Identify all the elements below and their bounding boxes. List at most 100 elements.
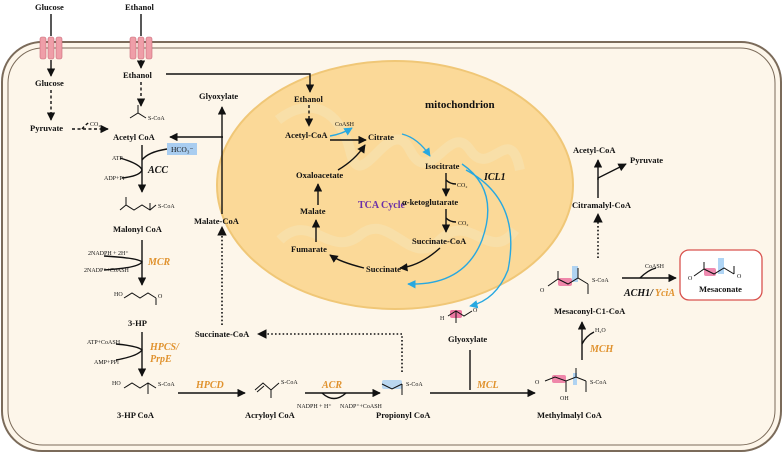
- svg-text:S-CoA: S-CoA: [281, 380, 298, 386]
- mesaconate-structure: O O: [688, 258, 742, 282]
- arrow-icl1-glyoxylate: [465, 169, 512, 309]
- nadph-acr-arc: [321, 392, 347, 400]
- akg-label: α-ketoglutarate: [402, 197, 458, 207]
- svg-text:S-CoA: S-CoA: [158, 382, 175, 388]
- ethanol-transporter-icon: [129, 36, 153, 60]
- oxaloacetate-label: Oxaloacetate: [296, 170, 343, 180]
- acetyl-coa-right-label: Acetyl-CoA: [573, 145, 616, 155]
- propionyl-coa-label: Propionyl CoA: [376, 410, 431, 420]
- mesaconate-box: [679, 249, 763, 301]
- enzyme-ycia: YciA: [655, 288, 675, 299]
- hp3-label: 3-HP: [128, 318, 147, 328]
- glucose-inside-label: Glucose: [35, 78, 64, 88]
- co2-2-arc: [445, 217, 457, 223]
- svg-text:HO: HO: [112, 381, 121, 387]
- pyruvate-label: Pyruvate: [30, 123, 63, 133]
- malate-label: Malate: [300, 206, 326, 216]
- h2o-arc: [581, 331, 595, 345]
- mito-acetyl-coa-label: Acetyl-CoA: [285, 130, 328, 140]
- glucose-outside-label: Glucose: [35, 2, 64, 12]
- hco3-arc: [141, 148, 168, 161]
- mito-coash-label: CoASH: [335, 122, 355, 128]
- atp-coash-label: ATP+CoASH: [87, 340, 121, 346]
- svg-text:S-CoA: S-CoA: [158, 204, 175, 210]
- citramalyl-coa-label: Citramalyl-CoA: [572, 200, 632, 210]
- succinate-coa-left-label: Succinate-CoA: [195, 329, 250, 339]
- arrow-coash-release: [329, 127, 353, 137]
- svg-text:O: O: [535, 380, 540, 386]
- svg-text:O: O: [473, 308, 478, 314]
- enzyme-mcl: MCL: [476, 380, 499, 391]
- hco3-label: HCO₃⁻: [171, 145, 193, 154]
- acetyl-coa-label: Acetyl CoA: [113, 132, 156, 142]
- amp-ppi-label: AMP+PPi: [94, 360, 119, 366]
- tca-cycle-label: TCA Cycle: [358, 200, 406, 211]
- enzyme-prpe: PrpE: [150, 354, 172, 365]
- hp3-coa-label: 3-HP CoA: [117, 410, 155, 420]
- enzyme-mch: MCH: [589, 344, 615, 355]
- acryloyl-coa-label: Acryloyl CoA: [245, 410, 296, 420]
- arrow-succinate-fumarate: [329, 254, 365, 269]
- nadph-cofactor-arc: [103, 255, 143, 271]
- co2-release-arrow: [81, 121, 91, 130]
- arrow-succinylcoa-succinate: [399, 247, 441, 272]
- adp-pi-label: ADP+Pi: [104, 176, 125, 182]
- svg-text:S-CoA: S-CoA: [592, 278, 609, 284]
- hco3-box: [167, 143, 197, 155]
- mito-ethanol-label: Ethanol: [294, 94, 323, 104]
- pyruvate-right-label: Pyruvate: [630, 155, 663, 165]
- hp3-coa-structure: HO S-CoA: [112, 381, 175, 394]
- arrow-ethanol-to-mito: [166, 73, 315, 93]
- citrate-label: Citrate: [368, 132, 394, 142]
- fumarate-label: Fumarate: [291, 244, 327, 254]
- glyoxylate-mid-label: Glyoxylate: [448, 334, 487, 344]
- mito-co2-1-label: CO₂: [457, 183, 467, 189]
- svg-text:S-CoA: S-CoA: [590, 380, 607, 386]
- svg-text:S-CoA: S-CoA: [148, 116, 165, 122]
- h2o-label: H₂O: [595, 328, 606, 334]
- enzyme-ach1: ACH1/: [623, 288, 654, 299]
- atp-coash-arc: [115, 343, 143, 361]
- mesaconyl-coa-label: Mesaconyl-C1-CoA: [554, 306, 626, 316]
- coash-arc: [639, 267, 657, 279]
- svg-text:O: O: [688, 276, 693, 282]
- mesaconyl-coa-structure: O S-CoA: [540, 266, 609, 294]
- methylmalyl-coa-structure: O OH S-CoA: [535, 368, 607, 402]
- svg-text:OH: OH: [560, 396, 569, 402]
- enzyme-acc: ACC: [147, 165, 168, 176]
- mito-co2-2-label: CO₂: [458, 221, 468, 227]
- glyoxylate-top-label: Glyoxylate: [199, 91, 238, 101]
- enzyme-hpcs: HPCS/: [149, 342, 180, 353]
- mitochondrion-title: mitochondrion: [425, 99, 495, 111]
- nadp-out-label: 2NADP⁺+CoASH: [84, 267, 130, 274]
- atp-cofactor-arc: [119, 157, 143, 179]
- svg-text:O: O: [540, 288, 545, 294]
- nadph-h-label: NADPH + H⁺: [297, 403, 332, 410]
- cell-membrane-inner: [7, 47, 776, 446]
- succinyl-coa-label: Succinate-CoA: [412, 236, 467, 246]
- glucose-transporter-icon: [39, 36, 63, 60]
- enzyme-acr: ACR: [321, 380, 342, 391]
- co2-1-arc: [445, 179, 457, 185]
- arrow-citrate-isocitrate: [401, 133, 431, 157]
- arrow-oaa-citrate: [337, 144, 366, 171]
- nadp-coash-label: NADP⁺+CoASH: [340, 403, 383, 410]
- malonyl-coa-structure: S-CoA: [119, 197, 175, 211]
- malonyl-coa-label: Malonyl CoA: [113, 224, 163, 234]
- arrow-icl1-succinate: [407, 163, 489, 289]
- hp3-structure: HO O: [114, 292, 163, 305]
- arrow-propionyl-succinylcoa: [257, 329, 403, 372]
- nadph-in-label: 2NADPH + 2H⁺: [88, 250, 129, 257]
- coash-label: CoASH: [645, 264, 665, 270]
- malate-coa-label: Malate-CoA: [194, 216, 240, 226]
- svg-text:HO: HO: [114, 292, 123, 298]
- svg-text:H: H: [440, 316, 445, 322]
- atp-label: ATP: [112, 156, 123, 162]
- ethanol-inside-label: Ethanol: [123, 70, 152, 80]
- enzyme-hpcd: HPCD: [195, 380, 224, 391]
- enzyme-icl1: ICL1: [483, 172, 506, 183]
- svg-text:S-CoA: S-CoA: [406, 382, 423, 388]
- methylmalyl-coa-label: Methylmalyl CoA: [537, 410, 603, 420]
